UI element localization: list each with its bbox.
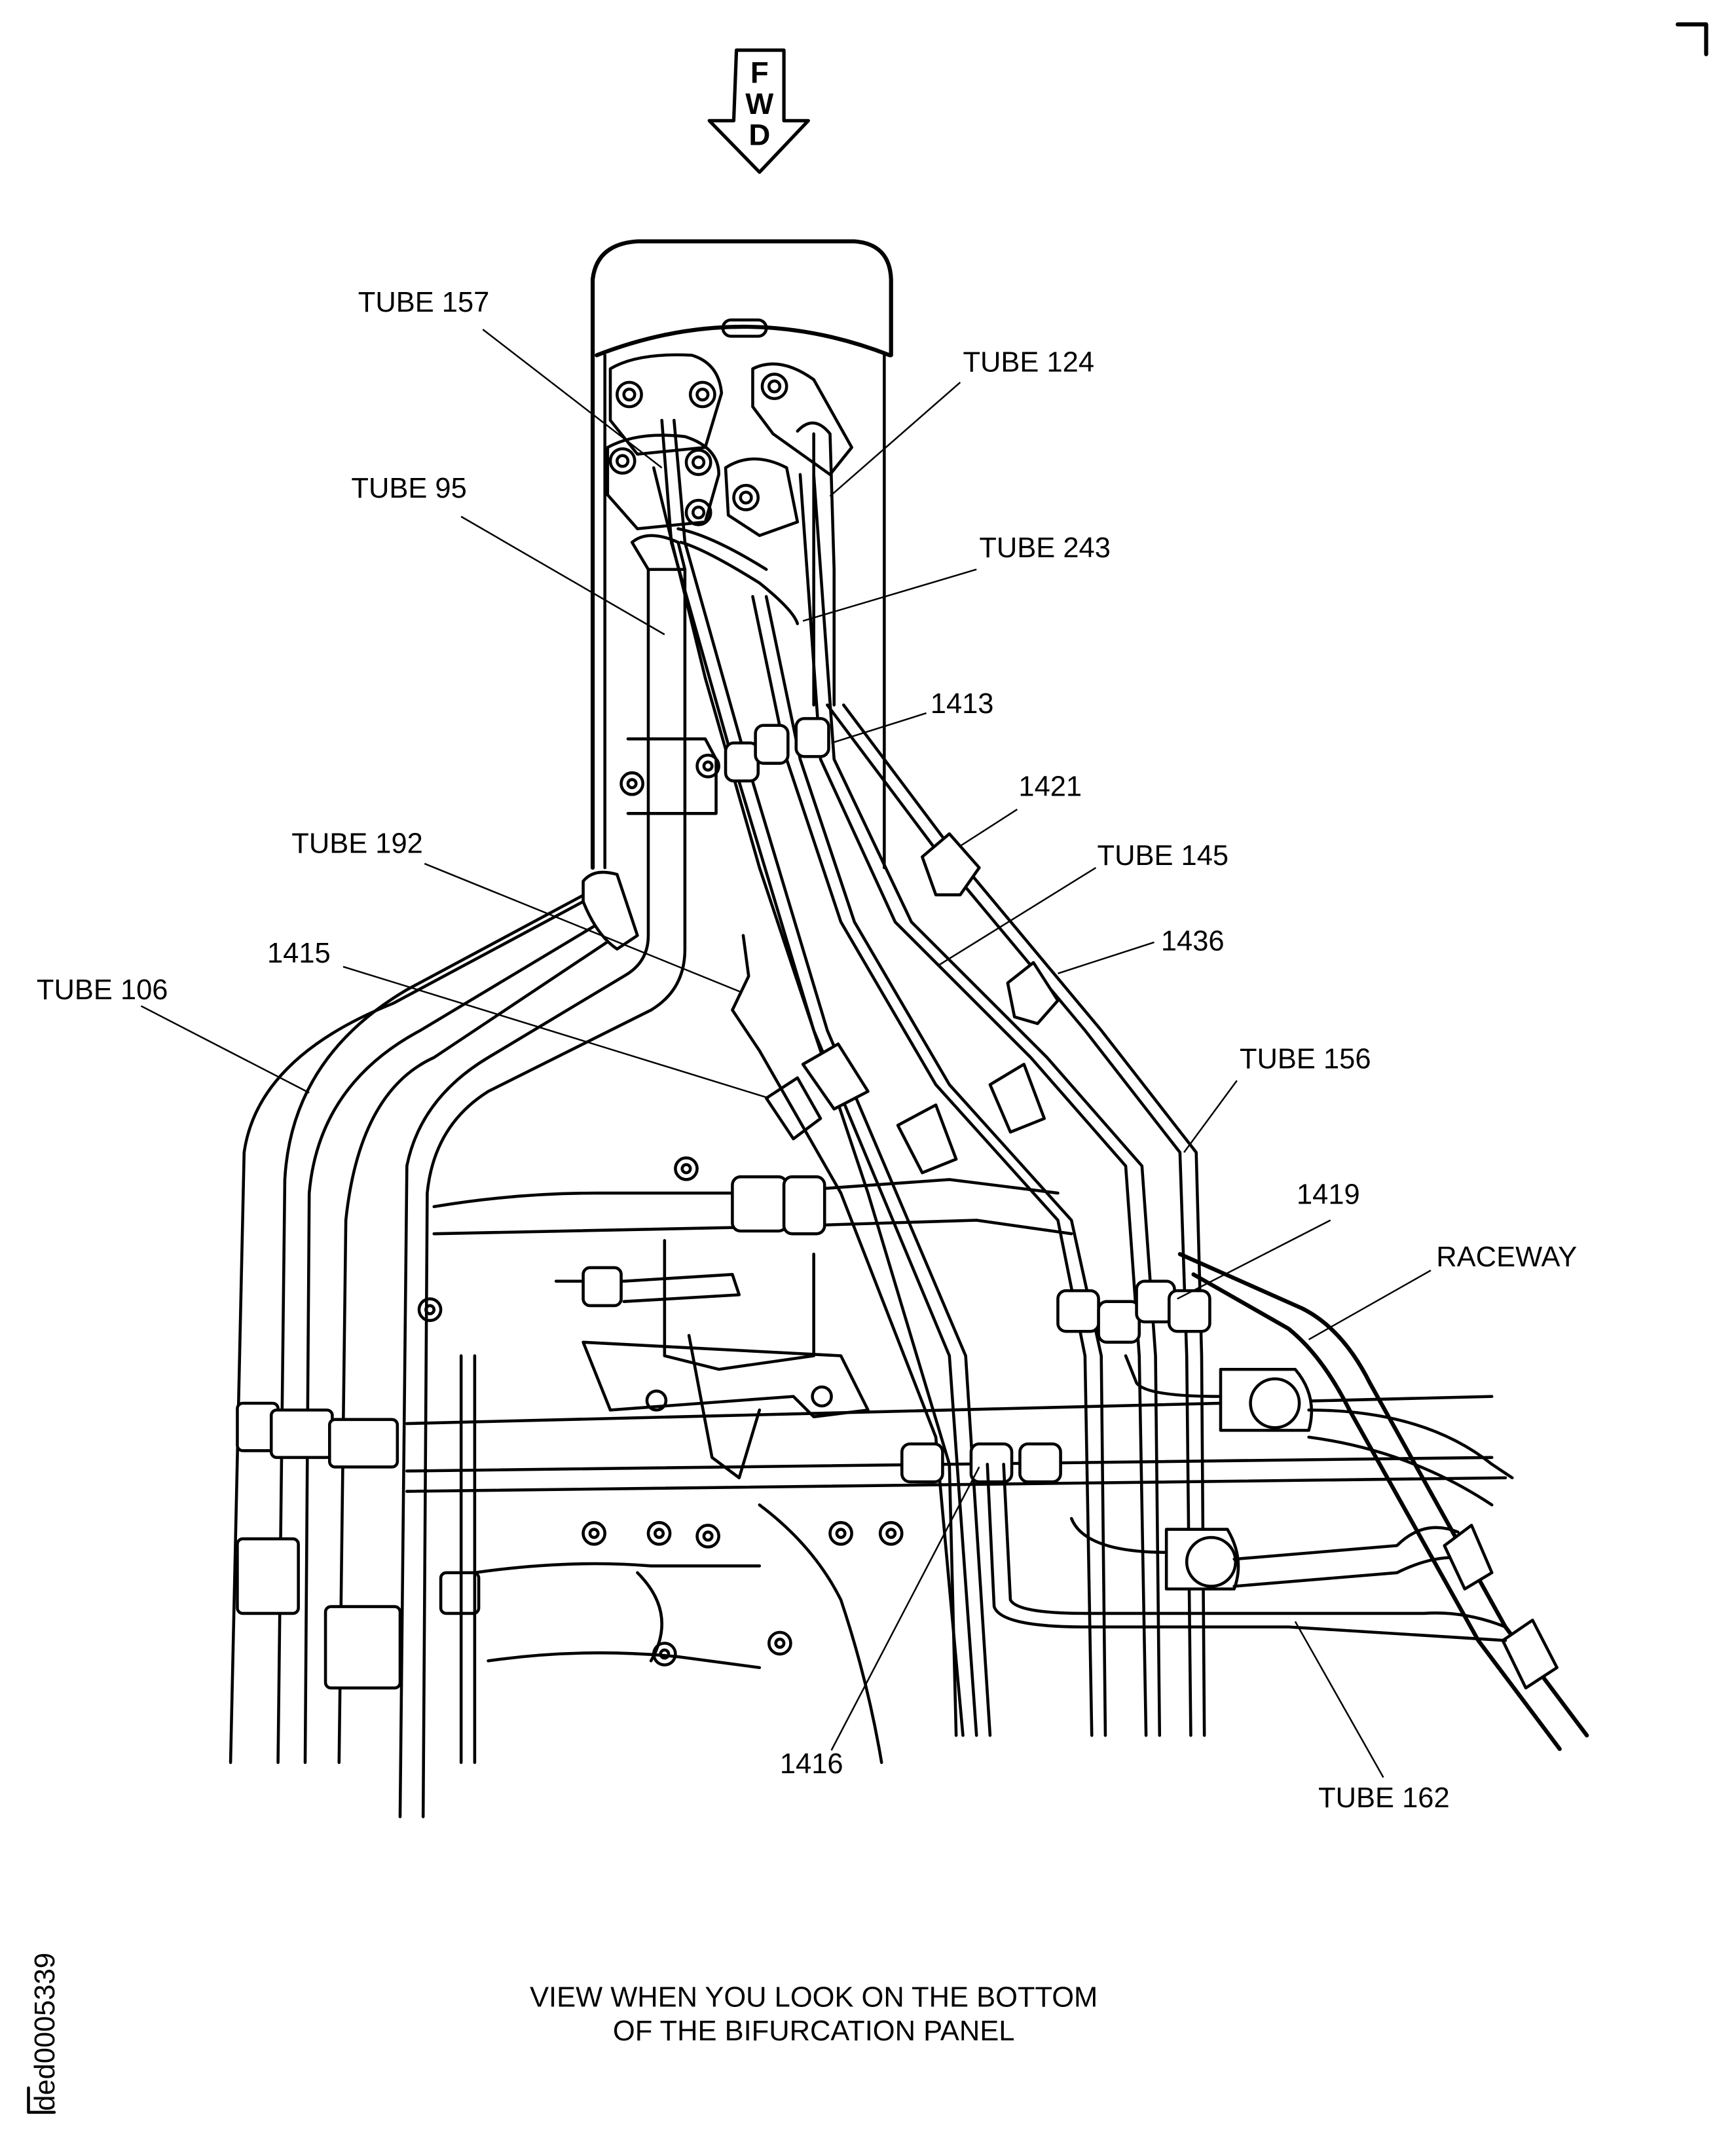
leader-tube-106 — [140, 1005, 310, 1094]
clamp-1436-artwork — [1006, 961, 1060, 1025]
frame-structure-artwork — [405, 1175, 1507, 1764]
bifurcation-panel — [590, 239, 893, 358]
leader-tube-192 — [424, 862, 743, 993]
leader-1413 — [831, 712, 927, 744]
label-1415: 1415 — [267, 938, 331, 969]
leader-1436 — [1058, 941, 1154, 974]
left-fittings-artwork — [236, 1401, 481, 1690]
label-tube-156: TUBE 156 — [1240, 1044, 1371, 1075]
label-tube-145: TUBE 145 — [1098, 840, 1229, 872]
callout-labels: TUBE 157 TUBE 124 TUBE 95 TUBE 243 1413 … — [37, 287, 1577, 1814]
leader-tube-157 — [482, 329, 663, 469]
arrow-letter-f: F — [750, 56, 769, 89]
drawing-id: ded0005339 — [29, 1953, 61, 2111]
leader-1419 — [1177, 1219, 1331, 1300]
arrow-letter-d: D — [748, 119, 770, 152]
panel-slot — [721, 318, 768, 338]
caption-line-1: VIEW WHEN YOU LOOK ON THE BOTTOM — [530, 1981, 1098, 2013]
bifurcation-panel-artwork — [229, 239, 1589, 1818]
label-1419: 1419 — [1297, 1179, 1360, 1211]
clamp-1419-artwork — [1056, 1279, 1211, 1344]
caption-line-2: OF THE BIFURCATION PANEL — [613, 2015, 1015, 2047]
frame-bolts — [417, 1156, 904, 1666]
leader-1416 — [830, 1466, 980, 1751]
label-1421: 1421 — [1018, 771, 1082, 802]
tube-192-artwork — [731, 934, 965, 1737]
arrow-letter-w: W — [745, 87, 773, 120]
tube-106-artwork — [229, 870, 639, 1764]
label-tube-124: TUBE 124 — [963, 346, 1094, 378]
leader-1415 — [342, 966, 769, 1099]
corner-mark-bottom-left — [27, 2086, 56, 2114]
leader-tube-95 — [460, 515, 665, 636]
leader-raceway — [1308, 1269, 1431, 1340]
label-tube-243: TUBE 243 — [979, 532, 1111, 564]
label-1436: 1436 — [1161, 925, 1225, 957]
leader-tube-124 — [829, 381, 961, 497]
clamp-1416-artwork — [900, 1442, 1062, 1484]
forward-arrow-icon: F W D — [707, 48, 810, 174]
label-tube-157: TUBE 157 — [358, 287, 490, 318]
label-tube-95: TUBE 95 — [351, 473, 466, 504]
leader-tube-162 — [1294, 1621, 1384, 1778]
leader-tube-156 — [1183, 1080, 1238, 1153]
clamp-1415-artwork — [764, 1042, 1046, 1175]
leader-1421 — [959, 809, 1018, 847]
label-tube-106: TUBE 106 — [37, 974, 168, 1006]
label-tube-192: TUBE 192 — [291, 828, 423, 859]
leader-lines — [140, 329, 1431, 1778]
label-1413: 1413 — [931, 688, 994, 720]
raceway-artwork — [1177, 1252, 1589, 1752]
leader-tube-243 — [802, 568, 977, 622]
clamp-1413-artwork — [724, 717, 830, 782]
electrical-connectors — [1069, 1354, 1314, 1591]
label-tube-162: TUBE 162 — [1318, 1782, 1450, 1814]
tube-bundle-artwork — [652, 418, 1206, 1737]
label-1416: 1416 — [780, 1748, 843, 1780]
label-raceway: RACEWAY — [1436, 1242, 1577, 1273]
clamp-1421-artwork — [921, 832, 981, 896]
leader-tube-145 — [938, 867, 1097, 966]
tube-95-artwork — [398, 534, 687, 1818]
tube-162-artwork — [1002, 1462, 1507, 1628]
corner-mark-top-right — [1675, 22, 1708, 56]
